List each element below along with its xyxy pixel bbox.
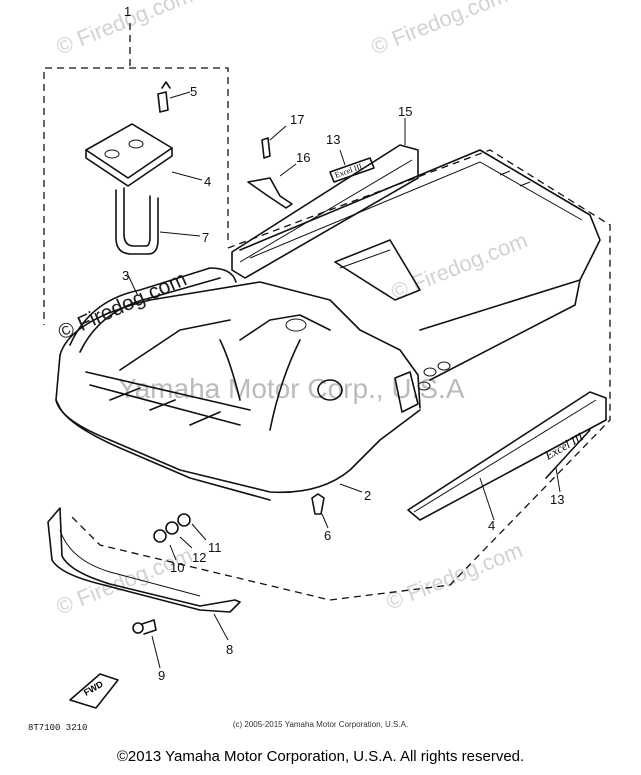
bracket-assembly-boundary	[43, 67, 229, 325]
callout-13-top: 13	[326, 132, 340, 147]
callout-8: 8	[226, 642, 233, 657]
watermark-center: Yamaha Motor Corp., U.S.A	[118, 373, 465, 404]
part-side-rail-4	[407, 391, 607, 521]
frame-assembly-boundary	[69, 149, 611, 601]
callout-12: 12	[192, 550, 206, 565]
fwd-arrow: FWD	[69, 673, 119, 709]
watermark-bottom-right: © Firedog.com	[383, 537, 526, 614]
part-screw-17	[261, 125, 287, 159]
callout-11: 11	[208, 540, 222, 555]
callout-13-bottom: 13	[550, 492, 564, 507]
callout-3: 3	[122, 268, 129, 283]
part-bolt-9	[132, 619, 161, 669]
callout-5: 5	[190, 84, 197, 99]
callout-4-top: 4	[204, 174, 211, 189]
callout-1: 1	[124, 4, 131, 19]
part-bracket-plate-4	[85, 123, 203, 187]
watermark-bottom-left: © Firedog.com	[53, 542, 196, 619]
copyright-small: (c) 2005-2015 Yamaha Motor Corporation, …	[232, 720, 409, 729]
callout-15: 15	[398, 104, 412, 119]
part-seat-3	[69, 267, 237, 353]
part-decal-13-bottom: Excel III	[542, 429, 591, 493]
part-bolt-5	[157, 81, 191, 113]
fwd-label: FWD	[82, 679, 105, 698]
part-u-bolt-7	[115, 187, 201, 255]
callout-numbers: 1 2 3 4 4 5 6 7 8 9 10 11 12 13 13 15 16…	[122, 4, 564, 683]
callout-7: 7	[202, 230, 209, 245]
watermark-top-right: © Firedog.com	[368, 0, 511, 60]
part-bumper-8	[47, 507, 241, 641]
callout-4-bottom: 4	[488, 518, 495, 533]
part-nuts-washers	[153, 513, 207, 561]
part-pin-6	[311, 493, 329, 529]
callout-9: 9	[158, 668, 165, 683]
watermark-layer: © Firedog.com © Firedog.com © Firedog.co…	[53, 0, 531, 620]
callout-16: 16	[296, 150, 310, 165]
assembly-boundaries	[43, 20, 611, 601]
callout-2: 2	[364, 488, 371, 503]
part-code: 8T7100 3210	[28, 723, 87, 733]
part-rail-15	[231, 118, 419, 279]
callout-17: 17	[290, 112, 304, 127]
callout-6: 6	[324, 528, 331, 543]
part-clip-16	[247, 163, 297, 209]
copyright-main: ©2013 Yamaha Motor Corporation, U.S.A. A…	[116, 748, 525, 765]
part-frame-body-2	[55, 149, 601, 501]
callout-10: 10	[170, 560, 184, 575]
watermark-mid-right: © Firedog.com	[388, 227, 531, 304]
